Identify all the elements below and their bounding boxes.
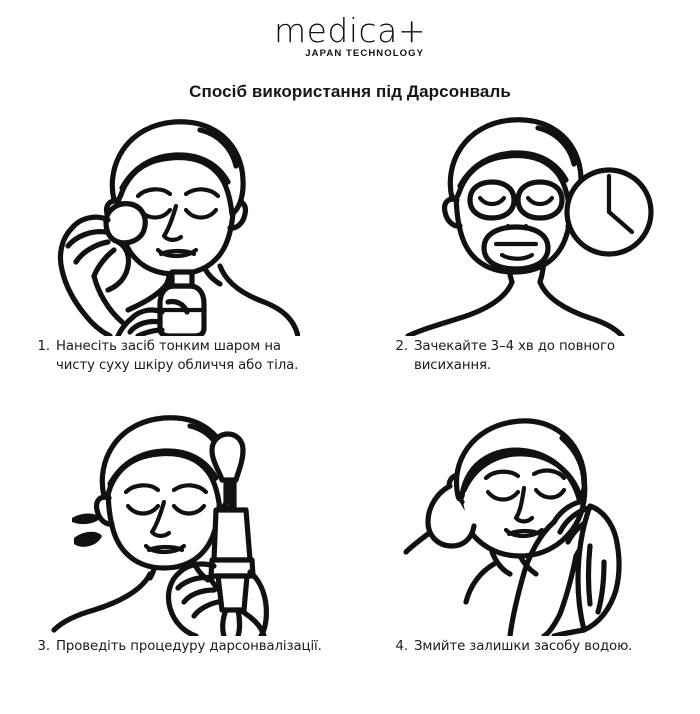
step-4-caption: 4. Змийте залишки засобу водою. [396,638,681,657]
illustration-apply-product [57,119,300,336]
step-4: 4. Змийте залишки засобу водою. [350,414,700,714]
step-3-text: Проведіть процедуру дарсонвалізації. [56,639,322,654]
illustration-rinse-with-towel [403,418,622,636]
step-2: 2. Зачекайте 3–4 хв до повного висихання… [350,114,700,414]
step-1-number: 1. [37,339,51,354]
step-3-number: 3. [37,639,51,654]
step-4-text: Змийте залишки засобу водою. [414,639,633,654]
steps-grid: 1. Нанесіть засіб тонким шаром на чисту … [0,114,700,714]
step-1-text: Нанесіть засіб тонким шаром на чисту сух… [56,339,299,373]
step-3: 3. Проведіть процедуру дарсонвалізації. [0,414,350,714]
brand-logo: medica+ JAPAN TECHNOLOGY [274,14,426,59]
step-4-number: 4. [395,639,409,654]
page-title: Спосіб використання під Дарсонваль [189,82,511,101]
illustration-darsonval-procedure [51,415,269,636]
brand-logo-tagline: JAPAN TECHNOLOGY [305,48,425,59]
brand-logo-text: medica+ [273,11,427,50]
step-3-caption: 3. Проведіть процедуру дарсонвалізації. [38,638,323,657]
step-2-caption: 2. Зачекайте 3–4 хв до повного висихання… [396,338,681,375]
step-2-number: 2. [395,339,409,354]
step-2-text: Зачекайте 3–4 хв до повного висихання. [414,339,615,373]
illustration-sheet-mask-wait [405,117,654,336]
step-1: 1. Нанесіть засіб тонким шаром на чисту … [0,114,350,414]
page-header: medica+ JAPAN TECHNOLOGY Спосіб використ… [0,0,700,102]
step-1-caption: 1. Нанесіть засіб тонким шаром на чисту … [38,338,323,375]
